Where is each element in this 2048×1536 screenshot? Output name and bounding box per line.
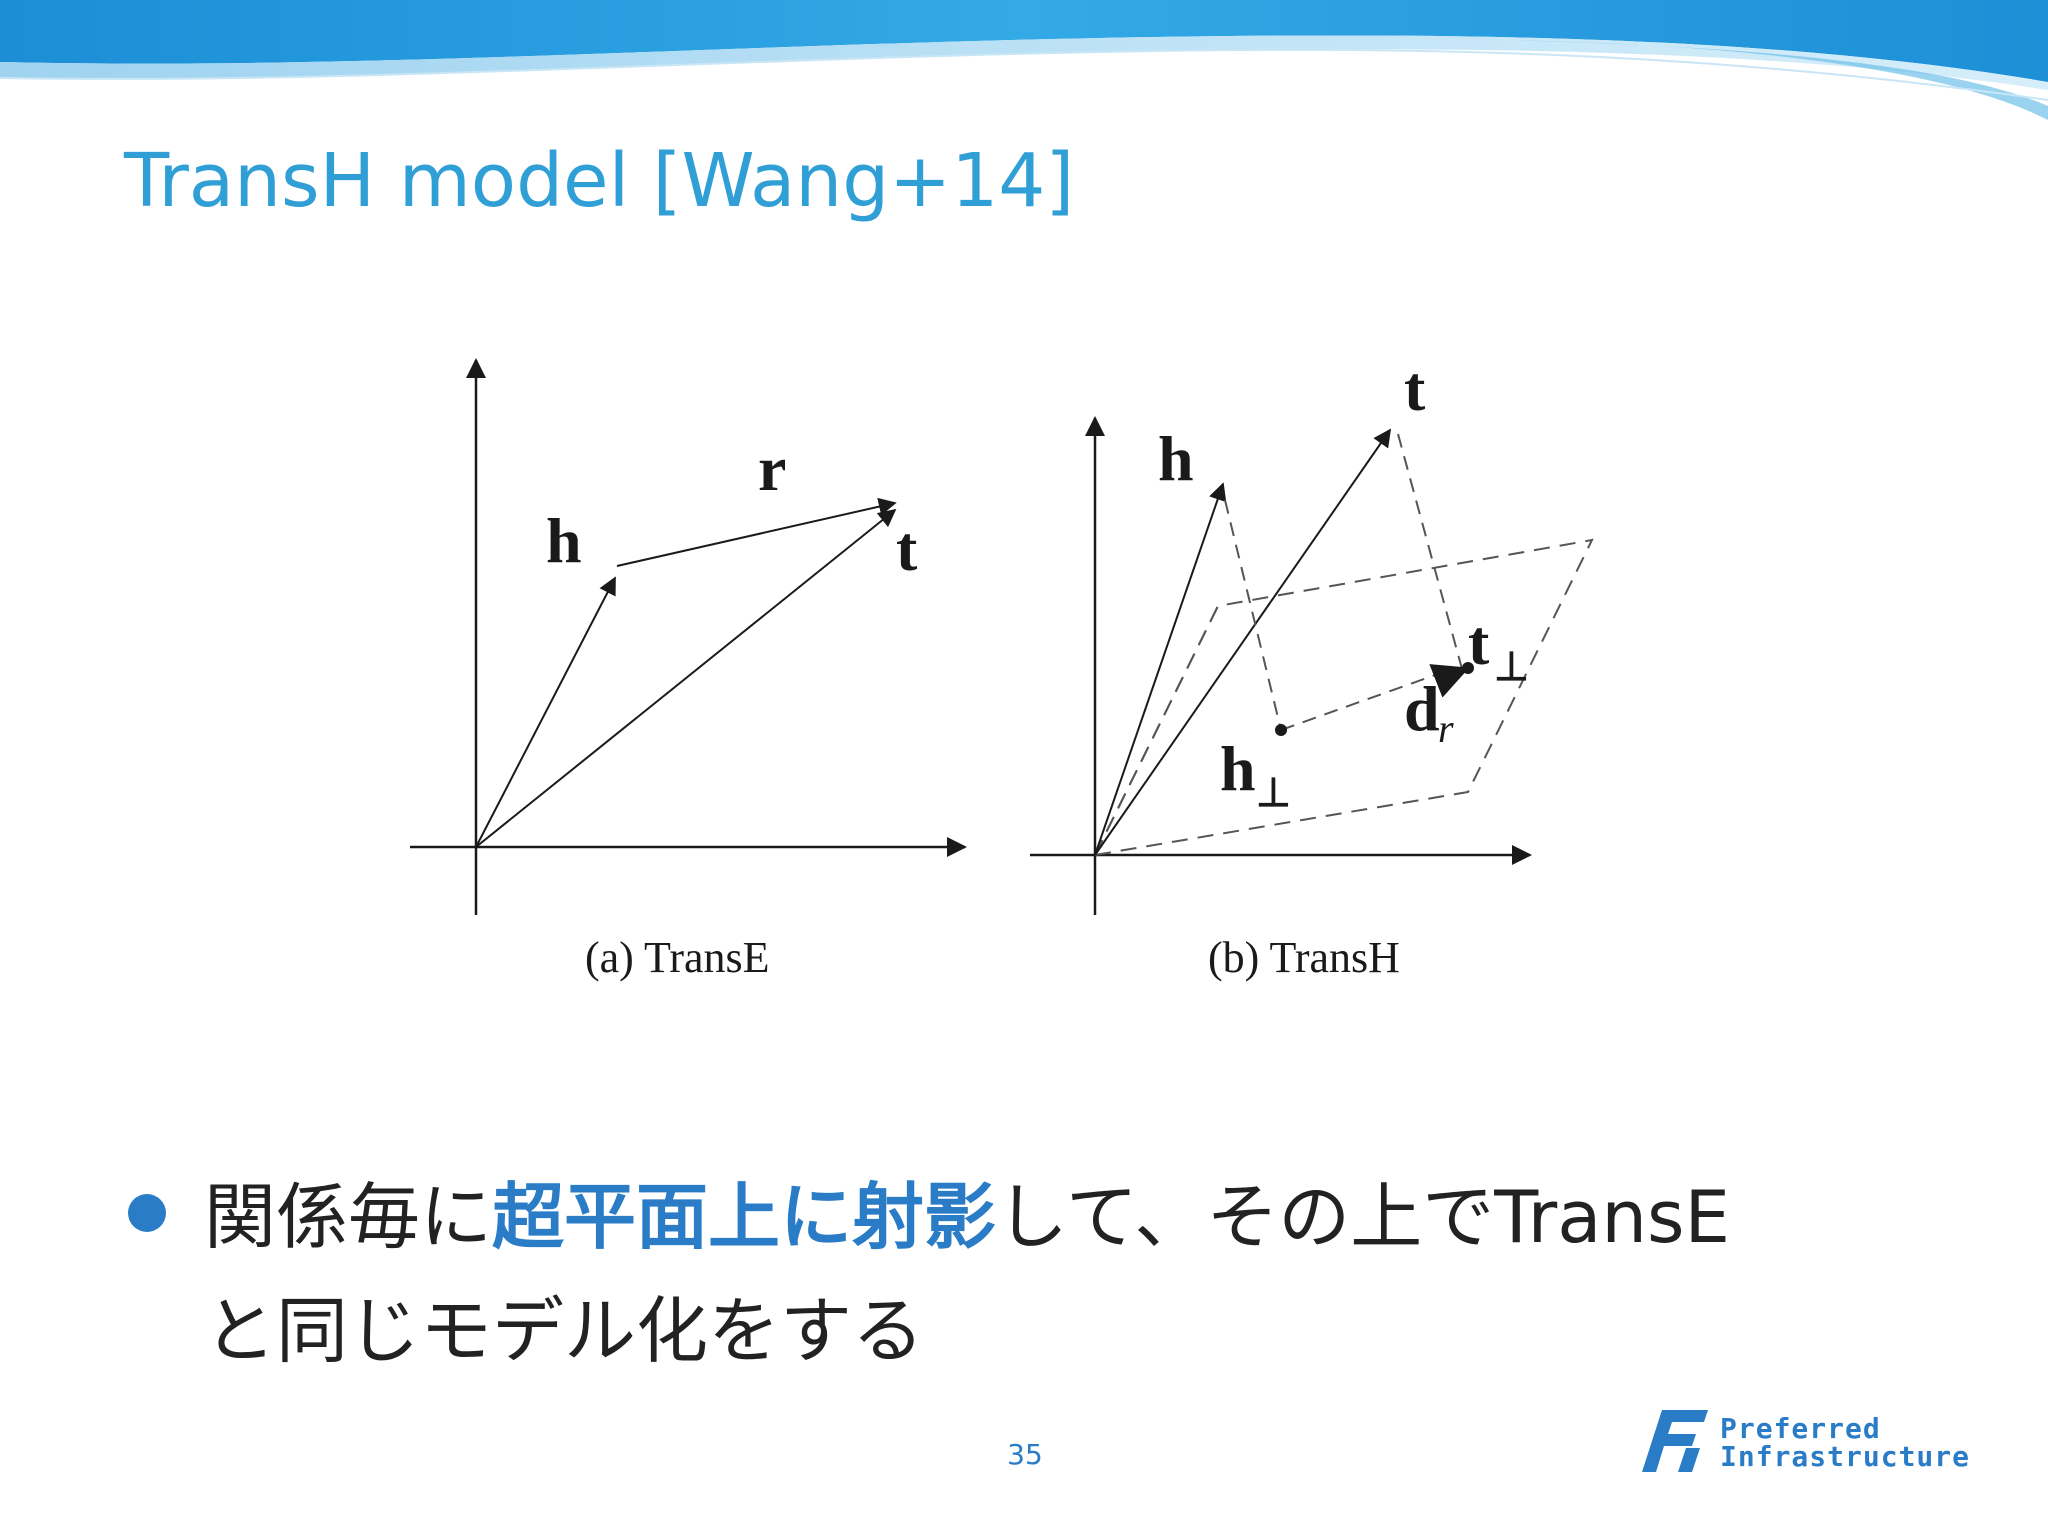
panel-b-label-t: t [1404,353,1426,424]
panel-b-label-d-subscript: r [1438,706,1454,751]
panel-b-transh: h t h ⊥ t ⊥ d r (b) TransH [1030,353,1594,982]
bullet-text-highlight: 超平面上に射影 [492,1175,997,1259]
panel-b-t-perp-point [1462,662,1474,674]
panel-b-label-t-perp: t [1468,607,1490,678]
panel-a-h-vector [475,576,616,848]
bullet-text-line2: と同じモデル化をする [204,1289,925,1373]
bullet-text-part1: 関係毎に [204,1175,493,1259]
panel-b-hyperplane [1093,538,1594,857]
panel-b-label-d: d [1404,673,1440,744]
panel-b-t-projection-dashed [1397,433,1463,670]
header-wave-decoration [0,0,2048,120]
panel-b-caption: (b) TransH [1208,933,1400,982]
panel-a-t-vector [475,508,897,848]
panel-b-label-t-perp-symbol: ⊥ [1494,644,1529,689]
bullet-text-part2: して、その上でTransE [996,1175,1731,1259]
panel-a-label-h: h [546,505,582,576]
panel-b-h-vector [1094,482,1227,856]
panel-b-t-vector [1094,428,1392,856]
panel-b-h-projection-dashed [1224,499,1282,731]
panel-a-caption: (a) TransE [585,933,770,982]
panel-b-h-perp-point [1275,724,1287,736]
panel-b-label-h-perp: h [1220,733,1256,804]
page-number: 35 [1007,1438,1043,1471]
panel-b-origin-to-plane-dashed [1094,605,1219,856]
bullet-item: 関係毎に超平面上に射影して、その上でTransE と同じモデル化をする [204,1160,1904,1388]
logo-text-line2: Infrastructure [1720,1440,1971,1473]
panel-b-label-h: h [1158,423,1194,494]
panel-a-transe: h r t (a) TransE [410,358,967,982]
panel-b-dr-vector [1429,664,1470,698]
transe-transh-figure: h r t (a) TransE [410,353,1594,982]
slide-title: TransH model [Wang+14] [124,138,1075,224]
panel-a-label-t: t [896,513,918,584]
panel-a-label-r: r [758,433,786,504]
logo-text-line1: Preferred [1720,1412,1881,1445]
bullet-dot [128,1194,166,1232]
company-logo: Preferred Infrastructure [1640,1402,1970,1482]
panel-b-hperp-to-tperp-dashed [1280,673,1439,731]
pfi-logo-icon [1642,1410,1708,1472]
panel-b-label-h-perp-symbol: ⊥ [1256,770,1291,815]
panel-a-r-vector [616,497,897,567]
